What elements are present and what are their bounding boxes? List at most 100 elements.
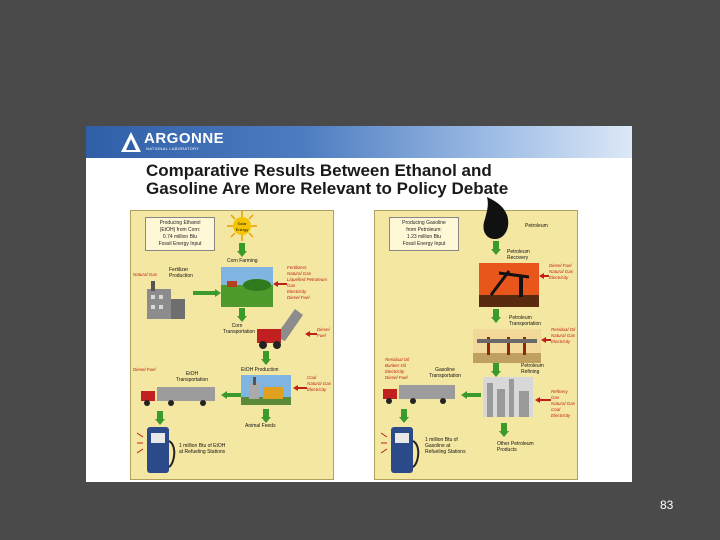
output-line: 1 million Btu of EtOH	[179, 443, 226, 449]
intro-line: Fossil Energy Input	[402, 241, 446, 247]
stage-line: Refining	[521, 369, 540, 375]
gasoline-pathway-panel: Producing Gasoline from Petroleum: 1.23 …	[374, 197, 578, 480]
arrow-down-icon	[491, 309, 501, 323]
intro-line: from Petroleum:	[406, 227, 442, 233]
arrow-left-icon	[305, 331, 317, 337]
tanker-truck-icon	[383, 385, 455, 404]
refinery-icon	[483, 377, 533, 417]
stage-line: EtOH	[185, 371, 199, 377]
ethanol-plant-icon	[241, 375, 291, 405]
input-line: Coal	[551, 407, 561, 412]
input-line: Electricity	[551, 413, 571, 418]
output-line: 1 million Btu of	[425, 437, 458, 443]
arrow-down-icon	[237, 243, 247, 257]
ethanol-pathway-panel: Producing Ethanol (EtOH) from Corn: 0.74…	[130, 210, 334, 480]
input-line: Natural Gas	[551, 333, 576, 338]
oil-drop-icon	[483, 197, 509, 239]
intro-line: 1.23 million Btu	[406, 234, 442, 240]
etoh-production-label: EtOH Production	[241, 367, 279, 373]
input-line: Coal	[307, 375, 317, 380]
corn-transport-inputs: Diesel Fuel	[317, 327, 330, 339]
input-line: Natural Gas	[551, 401, 576, 406]
arrow-left-icon	[273, 281, 287, 287]
input-line: Diesel Fuel	[549, 263, 572, 268]
stage-line: Petroleum	[507, 249, 530, 255]
gasoline-intro-box: Producing Gasoline from Petroleum: 1.23 …	[389, 217, 459, 251]
arrow-down-icon	[499, 423, 509, 437]
arrow-down-icon	[261, 351, 271, 365]
corn-transportation-label: Corn Transportation	[223, 323, 256, 335]
arrow-down-icon	[399, 409, 409, 423]
intro-line: 0.74 million Btu	[162, 234, 198, 240]
arrow-down-icon	[491, 363, 501, 377]
animal-feeds-label: Animal Feeds	[245, 423, 276, 429]
arrow-down-icon	[237, 308, 247, 322]
ethanol-output-label: 1 million Btu of EtOH at Refueling Stati…	[179, 443, 249, 455]
input-line: Bunker Oil	[385, 363, 407, 368]
corn-field-icon	[221, 267, 273, 307]
input-line: Natural Gas	[287, 271, 312, 276]
input-line: Refinery Gas	[551, 389, 568, 400]
input-line: Diesel Fuel	[385, 375, 408, 380]
etoh-production-inputs: Coal Natural Gas Electricity	[307, 375, 331, 393]
arrow-left-icon	[541, 337, 551, 343]
input-line: Electricity	[549, 275, 569, 280]
dump-truck-icon	[257, 309, 303, 349]
gasoline-transportation-label: Gasoline Transportation	[425, 367, 465, 379]
stage-line: Gasoline	[435, 367, 455, 373]
arrow-left-icon	[461, 391, 481, 399]
corn-farming-label: Corn Farming	[227, 258, 258, 264]
solar-line: Energy	[235, 227, 249, 232]
arrow-down-icon	[261, 409, 271, 423]
arrow-right-icon	[193, 289, 221, 297]
arrow-left-icon	[221, 391, 241, 399]
input-line: Diesel	[317, 327, 330, 332]
input-line: Electricity	[287, 289, 307, 294]
arrow-down-icon	[491, 241, 501, 255]
other-products-label: Other Petroleum Products	[497, 441, 534, 453]
stage-line: Petroleum	[521, 363, 544, 369]
fertilizer-input-label: Natural Gas	[133, 272, 158, 277]
fertilizer-production-label: Fertilizer Production	[169, 267, 209, 279]
arrow-left-icon	[535, 397, 551, 403]
input-line: Electricity	[307, 387, 327, 392]
corn-farming-inputs: Fertilizers Natural Gas Liquefied Petrol…	[287, 265, 333, 301]
stage-line: Transportation	[428, 373, 462, 379]
stage-line: Transportation	[223, 329, 256, 335]
output-line: Refueling Stations	[425, 449, 466, 455]
solar-line: Solar	[237, 221, 247, 226]
input-line: Fertilizers	[287, 265, 307, 270]
input-line: Natural Gas	[549, 269, 574, 274]
petroleum-recovery-label: Petroleum Recovery	[507, 249, 530, 261]
stage-line: Transportation	[509, 321, 542, 327]
petroleum-refining-label: Petroleum Refining	[521, 363, 544, 375]
title-line-2: Gasoline Are More Relevant to Policy Deb…	[146, 179, 509, 198]
logo-name: ARGONNE	[144, 130, 225, 147]
petroleum-transportation-label: Petroleum Transportation	[509, 315, 541, 327]
input-line: Electricity	[551, 339, 571, 344]
argonne-logo-icon	[121, 132, 141, 152]
slide-title: Comparative Results Between Ethanol and …	[146, 162, 576, 198]
stage-line: Products	[497, 447, 517, 453]
sun-icon	[227, 211, 257, 241]
slide-image: ARGONNE NATIONAL LABORATORY Comparative …	[86, 126, 632, 482]
etoh-transport-input-label: Diesel Fuel	[133, 367, 156, 372]
refining-inputs: Refinery Gas Natural Gas Coal Electricit…	[551, 389, 577, 419]
logo-subtext: NATIONAL LABORATORY	[146, 146, 200, 151]
etoh-transportation-label: EtOH Transportation	[175, 371, 209, 383]
input-line: Fuel	[317, 333, 326, 338]
output-line: at Refueling Stations	[179, 449, 226, 455]
input-line: Electricity	[385, 369, 405, 374]
stage-line: Recovery	[507, 255, 529, 261]
stage-line: Petroleum	[509, 315, 532, 321]
input-line: Natural Gas	[307, 381, 332, 386]
gas-pump-icon	[137, 427, 176, 473]
petroleum-label: Petroleum	[525, 223, 548, 229]
input-line: Diesel Fuel	[287, 295, 310, 300]
stage-line: Fertilizer	[169, 267, 189, 273]
factory-icon	[147, 281, 185, 319]
gasoline-transport-inputs: Residual Oil Bunker Oil Electricity Dies…	[385, 357, 409, 381]
page-number: 83	[660, 498, 674, 512]
title-line-1: Comparative Results Between Ethanol and	[146, 161, 492, 180]
stage-line: Corn	[231, 323, 243, 329]
